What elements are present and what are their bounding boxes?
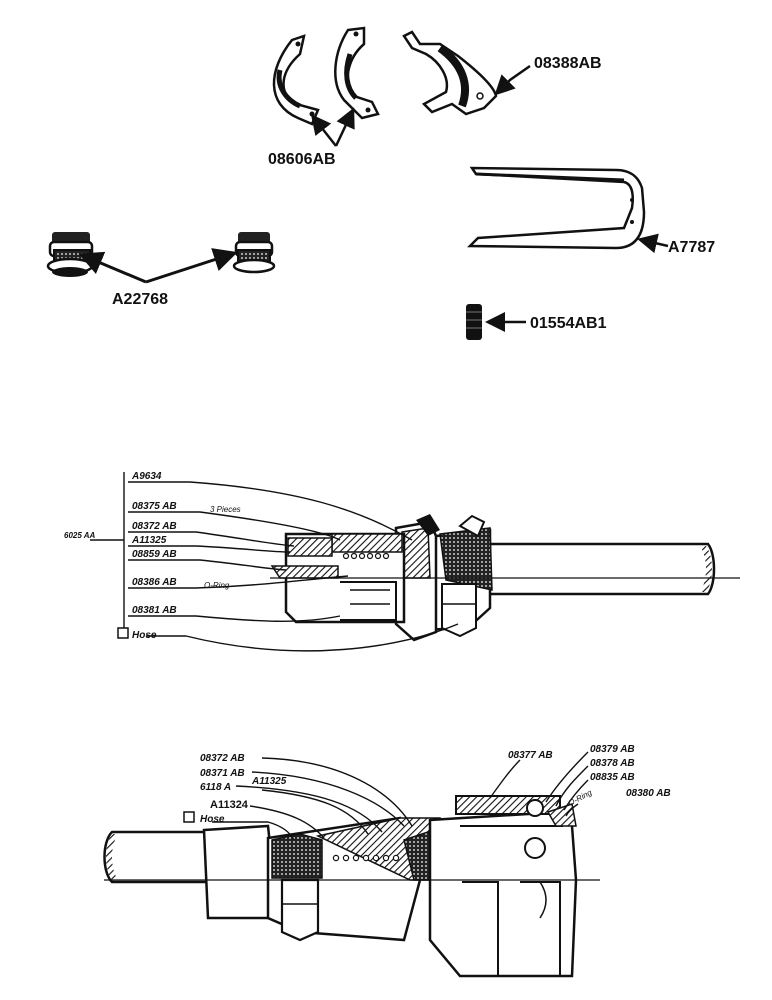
spring-label: 01554AB1 <box>530 315 607 332</box>
upper-callout-3: A11325 <box>131 535 167 546</box>
yoke-label: A7787 <box>668 239 715 256</box>
fitting-part-left <box>46 232 94 277</box>
fitting-part-right <box>232 232 276 274</box>
lower-hose-checkbox <box>183 811 195 823</box>
lower-callout-leaders <box>212 751 589 841</box>
lower-callout-right-0: 08377 AB <box>508 750 553 761</box>
clamp-part-middle <box>334 26 380 120</box>
lower-callout-left-3: A11325 <box>251 776 287 787</box>
lower-callout-left-1: 08371 AB <box>200 768 245 779</box>
bracket-label: 08388AB <box>534 55 602 72</box>
fitting-label: A22768 <box>112 291 168 308</box>
lower-callout-right-4: 08380 AB <box>626 788 671 799</box>
upper-callout-labels: A9634 08375 AB 3 Pieces 08372 AB A11325 … <box>64 471 241 641</box>
bracket-callout: 08388AB <box>494 55 602 96</box>
yoke-part <box>467 166 646 250</box>
lower-callout-right-3: 08835 AB <box>590 772 635 783</box>
lower-callout-labels: 08372 AB 08371 AB 6118 A A11325 A11324 H… <box>183 744 671 825</box>
lower-hose-label: Hose <box>200 814 225 825</box>
upper-callout-1: 08375 AB <box>132 501 177 512</box>
upper-hose-label: Hose <box>132 630 157 641</box>
upper-callout-0: A9634 <box>131 471 162 482</box>
upper-note-0: 3 Pieces <box>210 505 241 514</box>
upper-callout-4: 08859 AB <box>132 549 177 560</box>
lower-callout-right-1: 08379 AB <box>590 744 635 755</box>
spring-part <box>466 304 482 340</box>
spring-callout: 01554AB1 <box>485 312 607 332</box>
upper-hose-checkbox <box>117 627 129 639</box>
bracket-part <box>402 30 498 116</box>
fitting-callout: A22768 <box>78 248 238 308</box>
lower-callout-left-2: 6118 A <box>200 782 231 793</box>
lower-callout-left-0: 08372 AB <box>200 753 245 764</box>
upper-callout-5: 08386 AB <box>132 577 177 588</box>
upper-callout-6: 08381 AB <box>132 605 177 616</box>
upper-callout-leaders <box>90 472 459 652</box>
upper-coupling-drawing <box>270 514 740 642</box>
lower-right-note: O-Ring <box>567 788 594 808</box>
upper-callout-2: 08372 AB <box>132 521 177 532</box>
upper-left-tag: 6025 AA <box>64 531 96 540</box>
clamp-label: 08606AB <box>268 151 336 168</box>
clamp-part-left <box>272 34 320 126</box>
clamp-callout: 08606AB <box>268 107 355 168</box>
lower-callout-left-4: A11324 <box>210 799 249 811</box>
upper-note-1: O-Ring <box>204 581 230 590</box>
lower-coupling-drawing <box>103 795 600 978</box>
yoke-callout: A7787 <box>637 233 715 256</box>
lower-callout-right-2: 08378 AB <box>590 758 635 769</box>
